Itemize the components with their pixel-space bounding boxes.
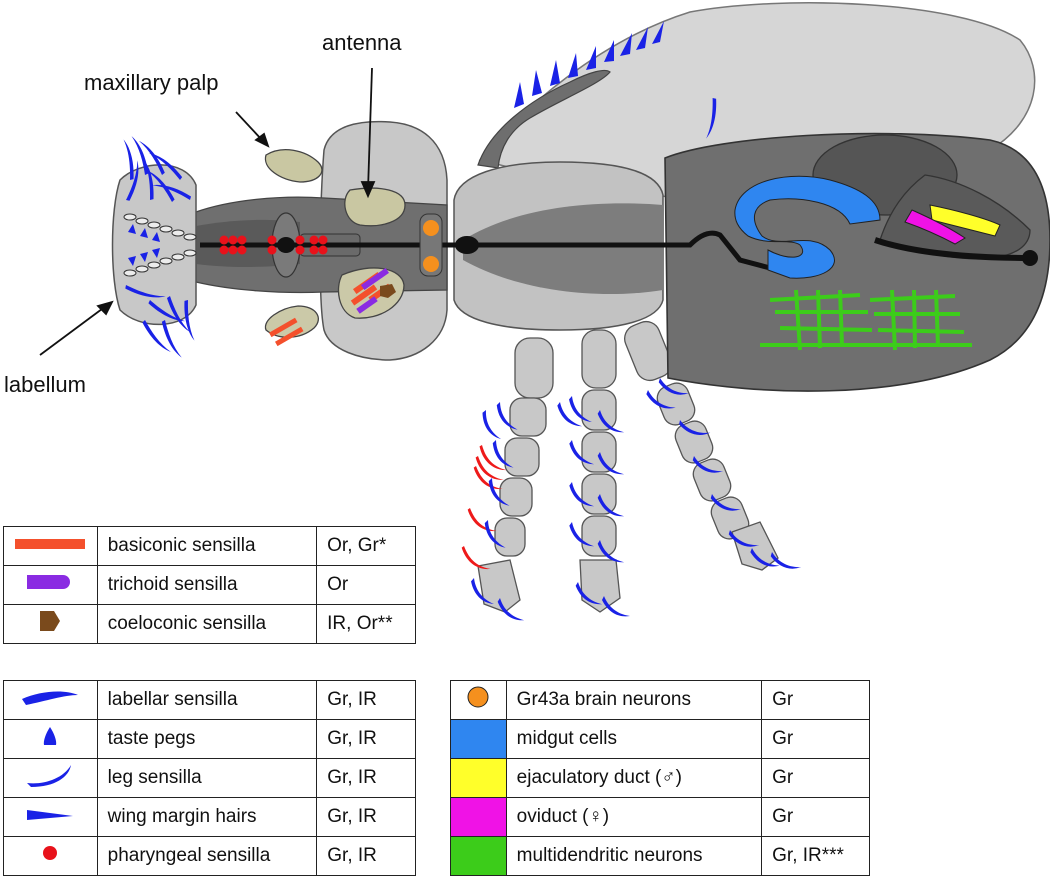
coeloconic-sensilla-icon: [40, 611, 61, 631]
legend-row: trichoid sensilla Or: [3, 565, 416, 605]
callout-arrows: [39, 67, 376, 356]
legend-row: midgut cells Gr: [450, 719, 870, 759]
internal-legend: Gr43a brain neurons Gr midgut cells Gr e…: [450, 680, 870, 876]
legend-label: wing margin hairs: [96, 797, 318, 837]
green-swatch: [450, 836, 507, 876]
abdomen: [664, 132, 1050, 392]
legend-row: labellar sensilla Gr, IR: [3, 680, 416, 720]
orange-circle-icon: [467, 686, 489, 708]
labellum-label: labellum: [4, 372, 86, 397]
legend-receptors: IR, Or**: [316, 604, 416, 644]
taste-legend: labellar sensilla Gr, IR taste pegs Gr, …: [3, 680, 416, 876]
maxillary-palp-label: maxillary palp: [84, 70, 219, 95]
thorax: [453, 161, 664, 331]
wing-margin-hair-icon: [27, 810, 74, 820]
legend-label: labellar sensilla: [96, 680, 318, 720]
legend-label: trichoid sensilla: [96, 565, 318, 605]
labellum: [111, 164, 197, 326]
pharyngeal-sensilla: [219, 235, 328, 255]
leg-sensilla-icon: [27, 765, 72, 787]
legs: [477, 320, 779, 613]
trichoid-sensilla-icon: [27, 575, 71, 589]
legend-receptors: Gr, IR***: [761, 836, 870, 876]
legend-label: basiconic sensilla: [96, 526, 318, 566]
antenna-sensilla: [269, 267, 396, 347]
taste-peg-icon: [44, 727, 57, 745]
legend-label: leg sensilla: [96, 758, 318, 798]
wing-margin-hairs: [514, 21, 664, 108]
legend-receptors: Gr, IR: [316, 836, 416, 876]
magenta-swatch: [450, 797, 507, 837]
legend-receptors: Or, Gr*: [316, 526, 416, 566]
legend-receptors: Gr, IR: [316, 719, 416, 759]
legend-row: leg sensilla Gr, IR: [3, 758, 416, 798]
legend-receptors: Gr: [761, 758, 870, 798]
legend-row: Gr43a brain neurons Gr: [450, 680, 870, 720]
legend-row: basiconic sensilla Or, Gr*: [3, 526, 416, 566]
legend-label: coeloconic sensilla: [96, 604, 318, 644]
legend-row: taste pegs Gr, IR: [3, 719, 416, 759]
yellow-swatch: [450, 758, 507, 798]
pharyngeal-sensilla-icon: [43, 846, 58, 860]
legend-row: ejaculatory duct (♂) Gr: [450, 758, 870, 798]
legend-row: coeloconic sensilla IR, Or**: [3, 604, 416, 644]
legend-label: oviduct (♀): [505, 797, 763, 837]
antenna-label: antenna: [322, 30, 402, 55]
legend-label: midgut cells: [505, 719, 763, 759]
legend-receptors: Gr, IR: [316, 797, 416, 837]
blue-swatch: [450, 719, 507, 759]
legend-row: wing margin hairs Gr, IR: [3, 797, 416, 837]
legend-label: taste pegs: [96, 719, 318, 759]
legend-receptors: Gr, IR: [316, 680, 416, 720]
internal-organs: [200, 175, 1038, 351]
legend-label: Gr43a brain neurons: [505, 680, 763, 720]
basiconic-sensilla-icon: [15, 539, 86, 549]
labellar-sensilla-icon: [22, 691, 79, 705]
legend-receptors: Gr: [761, 680, 870, 720]
legend-row: oviduct (♀) Gr: [450, 797, 870, 837]
legend-label: multidendritic neurons: [505, 836, 763, 876]
legend-receptors: Gr: [761, 797, 870, 837]
legend-row: multidendritic neurons Gr, IR***: [450, 836, 870, 876]
legend-receptors: Gr, IR: [316, 758, 416, 798]
olfactory-legend: basiconic sensilla Or, Gr* trichoid sens…: [3, 526, 416, 644]
legend-receptors: Or: [316, 565, 416, 605]
legend-label: ejaculatory duct (♂): [505, 758, 763, 798]
legend-row: pharyngeal sensilla Gr, IR: [3, 836, 416, 876]
gr43a-brain-neurons: [419, 213, 443, 277]
legend-receptors: Gr: [761, 719, 870, 759]
legend-label: pharyngeal sensilla: [96, 836, 318, 876]
